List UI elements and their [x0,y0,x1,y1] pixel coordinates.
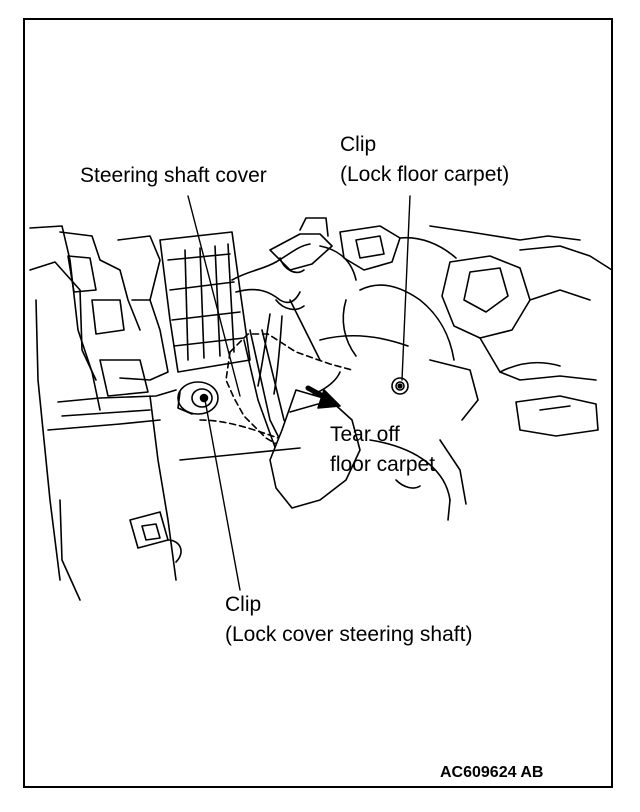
fuse-box [159,231,251,373]
label-tear-off-desc: floor carpet [330,453,436,476]
clip-steering-shaft [177,381,219,415]
clip-floor-carpet [391,377,409,395]
label-clip-steering-shaft-title: Clip [225,593,262,616]
label-steering-shaft-cover: Steering shaft cover [80,164,267,187]
lower-left-pillar [59,395,182,601]
label-clip-floor-carpet-desc: (Lock floor carpet) [340,163,510,186]
label-clip-steering-shaft-desc: (Lock cover steering shaft) [225,623,473,646]
document-id: AC609624 AB [440,764,544,781]
floor-carpet [179,389,467,521]
label-clip-floor-carpet-title: Clip [340,133,377,156]
wiring-harness [231,217,357,395]
leader-lines [187,195,411,591]
tear-off-arrow [305,385,341,409]
left-panel-outline [29,225,177,581]
upper-right-assembly [319,225,613,437]
label-tear-off-title: Tear off [330,423,400,446]
